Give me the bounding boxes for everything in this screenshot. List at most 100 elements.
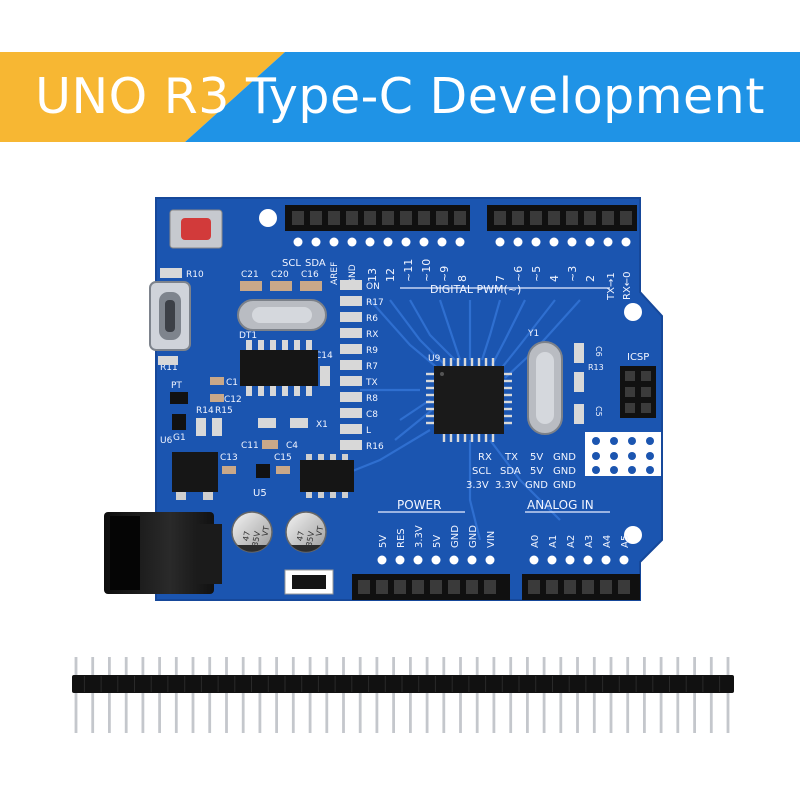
c16-label: C16 — [301, 270, 319, 280]
analog-pin-labels: A0 A1 A2 A3 A4 A5 — [530, 535, 631, 548]
header-pin — [475, 657, 479, 733]
pin-row-label: GND — [553, 466, 576, 477]
led-label: L — [366, 426, 371, 436]
smd-parts-left: R10 C21 C20 C16 DT1 R11 PT C1 C12 R14 R1… — [158, 268, 333, 499]
header-pin — [626, 657, 630, 733]
led-label: R8 — [366, 394, 378, 404]
r11-label: R11 — [160, 363, 178, 373]
g1-label: G1 — [173, 433, 186, 443]
header-pin — [158, 657, 161, 733]
icsp-label: ICSP — [627, 352, 649, 363]
header-pin — [676, 657, 680, 733]
pcb-board — [155, 197, 663, 601]
mounting-hole — [259, 209, 277, 227]
header-pin — [542, 657, 546, 733]
digital-pin-label: ~9 — [438, 266, 451, 282]
header-pin — [492, 657, 496, 733]
banner-yellow-segment — [0, 52, 285, 142]
cap-series: VT — [315, 525, 326, 537]
dc-barrel-jack — [104, 512, 222, 594]
digital-header — [285, 205, 637, 247]
header-pin — [509, 657, 513, 733]
soic-chip — [300, 454, 354, 498]
pin-row-label: SDA — [500, 466, 521, 477]
header-pin — [609, 657, 613, 733]
header-pin — [174, 657, 178, 733]
banner: UNO R3 Type-C Development — [0, 52, 800, 142]
header-pin — [325, 657, 329, 733]
led-label: R6 — [366, 314, 378, 324]
r14-label: R14 — [196, 406, 214, 416]
x1-label: X1 — [316, 420, 328, 430]
led-label: TX — [365, 378, 378, 388]
pin-row-label: 3.3V — [495, 480, 518, 491]
led-label: C8 — [366, 410, 378, 420]
pin-row-label: 5V — [530, 452, 543, 463]
smd-pad — [574, 404, 584, 424]
digital-pin-label: 7 — [494, 275, 507, 282]
header-pin — [559, 657, 563, 733]
bottom-headers — [352, 555, 640, 600]
cap-value: 47 — [295, 530, 306, 542]
c11-label: C11 — [241, 441, 259, 451]
cap-voltage: 35V — [251, 530, 263, 547]
header-pin — [526, 657, 529, 733]
header-plastic-bar — [72, 675, 734, 693]
header-pin — [709, 657, 713, 733]
header-pin — [141, 657, 145, 733]
usb-type-c-connector — [149, 281, 191, 351]
c14-label: C14 — [315, 351, 333, 361]
digital-pin-label: 2 — [584, 275, 597, 282]
digital-pin-label: 8 — [456, 275, 469, 282]
pin-row-label: SCL — [472, 466, 491, 477]
digital-pin-label: ~3 — [566, 266, 579, 282]
header-pin — [392, 657, 395, 733]
header-pin — [258, 657, 262, 733]
r15-label: R15 — [215, 406, 233, 416]
led-label: R17 — [366, 298, 384, 308]
header-pin — [409, 657, 412, 733]
header-pin — [191, 657, 195, 733]
header-pin — [91, 657, 95, 733]
banner-background — [0, 52, 800, 142]
power-pin-label: RES — [396, 528, 407, 548]
digital-pin-label: ~6 — [512, 266, 525, 282]
pin-row-label: TX — [504, 452, 518, 463]
icsp-header — [620, 366, 656, 418]
digital-pin-label: ~5 — [530, 266, 543, 282]
analog-pin-label: A3 — [584, 535, 595, 548]
u9-label: U9 — [428, 354, 441, 364]
header-pin — [659, 657, 663, 733]
header-pin — [308, 657, 312, 733]
led-label: ON — [366, 282, 380, 292]
pin-row-label: 5V — [530, 466, 543, 477]
power-pin-label: GND — [468, 525, 479, 548]
c20-label: C20 — [271, 270, 289, 280]
smd-pad — [574, 372, 584, 392]
u6-label: U6 — [160, 436, 173, 446]
microcontroller-chip — [426, 358, 512, 442]
cap-voltage: 35V — [305, 530, 317, 547]
analog-pin-label: A4 — [602, 535, 613, 548]
rx-label: RX←0 — [622, 271, 633, 300]
header-pin — [643, 657, 646, 733]
electrolytic-capacitor-2: 47 35V VT — [285, 511, 327, 553]
analog-pin-label: A2 — [566, 535, 577, 548]
header-pin — [576, 657, 579, 733]
aref-label: AREF — [330, 262, 340, 285]
r10-label: R10 — [186, 270, 204, 280]
c5-label: C5 — [594, 406, 603, 417]
diode — [284, 569, 334, 595]
c1-label: C1 — [226, 378, 238, 388]
electrolytic-capacitor-1: 47 35V VT — [231, 511, 273, 553]
usb-serial-chip — [240, 340, 318, 396]
digital-pin-label: ~11 — [402, 259, 415, 282]
indicator-leds: ON R17 R6 RX R9 R7 TX R8 C8 L R16 — [340, 280, 384, 452]
extra-pin-pads: RX TX 5V GND SCL SDA 5V GND 3.3V 3.3V GN… — [466, 432, 661, 491]
header-pin — [342, 657, 345, 733]
header-pin — [275, 657, 278, 733]
header-pin — [225, 657, 228, 733]
header-pin — [74, 657, 78, 733]
header-pin — [375, 657, 379, 733]
